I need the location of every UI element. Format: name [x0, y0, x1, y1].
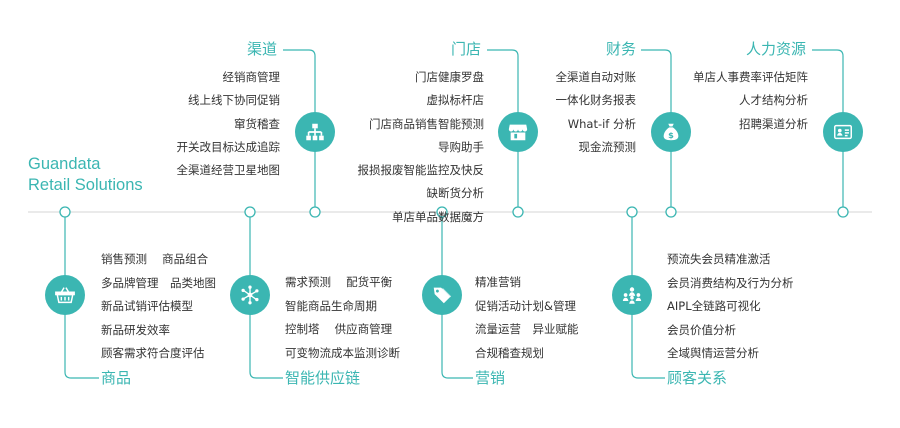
list-item: 门店健康罗盘	[415, 70, 484, 84]
timeline-dot-bottom-2	[436, 206, 448, 218]
list-item: 全渠道自动对账	[555, 70, 637, 84]
list-item: 开关改目标达成追踪	[176, 139, 281, 154]
marketing-node	[422, 275, 462, 315]
finance-title: 财务	[606, 40, 637, 58]
list-item: 会员价值分析	[667, 322, 736, 337]
list-item: 需求预测 配货平衡	[285, 275, 393, 289]
hr-node	[823, 112, 863, 152]
svg-text:$: $	[668, 130, 674, 140]
timeline-dot-bottom-1	[244, 206, 256, 218]
supply-chain-title: 智能供应链	[285, 369, 361, 387]
list-item: 全域舆情运营分析	[667, 346, 759, 361]
customer-group-icon	[622, 287, 642, 304]
timeline-dot-bottom-3	[626, 206, 638, 218]
list-item: 全渠道经营卫星地图	[176, 163, 281, 178]
timeline-dot-bottom-0	[59, 206, 71, 218]
list-item: 促销活动计划&管理	[475, 298, 576, 313]
channel-list: 经销商管理 线上线下协同促销 窜货稽查 开关改目标达成追踪 全渠道经营卫星地图	[177, 66, 281, 182]
list-item: 现金流预测	[578, 139, 637, 154]
list-item: 多品牌管理 品类地图	[101, 275, 216, 290]
timeline-dot-top-0	[309, 206, 321, 218]
list-item: AIPL全链路可视化	[667, 299, 761, 314]
timeline-dot-top-1	[512, 206, 524, 218]
top-connector-3	[812, 49, 844, 212]
price-tag-icon	[433, 287, 452, 304]
list-item: 窜货稽查	[234, 116, 280, 131]
id-card-icon	[834, 124, 852, 140]
list-item: What-if 分析	[567, 116, 636, 131]
top-connector-1	[487, 49, 519, 212]
list-item: 线上线下协同促销	[188, 93, 280, 108]
list-item: 新品研发效率	[101, 322, 170, 337]
list-item: 缺断货分析	[426, 186, 485, 201]
hr-list: 单店人事费率评估矩阵 人才结构分析 招聘渠道分析	[693, 66, 808, 136]
money-bag-icon: $	[663, 123, 679, 141]
list-item: 流量运营 异业赋能	[475, 322, 579, 337]
list-item: 报损报废智能监控及快反	[357, 163, 485, 178]
list-item: 精准营销	[475, 275, 521, 289]
list-item: 顾客需求符合度评估	[101, 346, 205, 361]
marketing-list: 精准营销 促销活动计划&管理 流量运营 异业赋能 合规稽查规划	[475, 271, 579, 365]
timeline-dot-top-3	[837, 206, 849, 218]
bottom-connector-1	[249, 212, 283, 379]
list-item: 智能商品生命周期	[285, 298, 377, 313]
list-item: 新品试销评估模型	[101, 299, 193, 314]
merchandise-list: 销售预测 商品组合 多品牌管理 品类地图 新品试销评估模型 新品研发效率 顾客需…	[101, 248, 216, 366]
list-item: 一体化财务报表	[555, 93, 637, 108]
brand-logo-text: Guandata Retail Solutions	[28, 154, 143, 196]
bottom-connector-3	[631, 212, 665, 379]
store-list: 门店健康罗盘 虚拟标杆店 门店商品销售智能预测 导购助手 报损报废智能监控及快反…	[358, 66, 485, 229]
list-item: 虚拟标杆店	[426, 93, 485, 108]
list-item: 会员消费结构及行为分析	[667, 275, 794, 290]
supply-chain-list: 需求预测 配货平衡 智能商品生命周期 控制塔 供应商管理 可变物流成本监测诊断	[285, 271, 400, 365]
shopping-basket-icon	[55, 287, 75, 304]
finance-node: $	[651, 112, 691, 152]
store-node	[498, 112, 538, 152]
list-item: 人才结构分析	[739, 93, 808, 108]
list-item: 单店单品数据魔方	[392, 209, 484, 224]
org-chart-icon	[306, 123, 324, 141]
supply-chain-node	[230, 275, 270, 315]
finance-list: 全渠道自动对账 一体化财务报表 What-if 分析 现金流预测	[556, 66, 637, 159]
bottom-connector-2	[441, 212, 473, 379]
top-connector-0	[283, 49, 316, 212]
list-item: 销售预测 商品组合	[101, 252, 209, 266]
timeline-dot-top-2	[665, 206, 677, 218]
bottom-connector-0	[64, 212, 99, 379]
list-item: 合规稽查规划	[475, 345, 544, 360]
customer-node	[612, 275, 652, 315]
customer-list: 预流失会员精准激活 会员消费结构及行为分析 AIPL全链路可视化 会员价值分析 …	[667, 248, 794, 366]
storefront-icon	[508, 124, 528, 141]
list-item: 控制塔 供应商管理	[285, 322, 393, 337]
channel-node	[295, 112, 335, 152]
hr-title: 人力资源	[746, 40, 807, 58]
list-item: 经销商管理	[222, 70, 281, 84]
list-item: 可变物流成本监测诊断	[285, 345, 400, 360]
list-item: 门店商品销售智能预测	[369, 116, 484, 131]
top-connector-2	[641, 49, 672, 212]
channel-title: 渠道	[247, 40, 278, 58]
customer-title: 顾客关系	[667, 369, 728, 387]
merchandise-node	[45, 275, 85, 315]
store-title: 门店	[451, 40, 482, 58]
marketing-title: 营销	[475, 369, 506, 387]
list-item: 导购助手	[438, 139, 484, 154]
network-icon	[241, 285, 259, 305]
list-item: 招聘渠道分析	[739, 116, 808, 131]
list-item: 预流失会员精准激活	[667, 252, 771, 266]
list-item: 单店人事费率评估矩阵	[693, 70, 808, 84]
brand-line-1: Guandata	[28, 155, 101, 173]
brand-line-2: Retail Solutions	[28, 176, 143, 194]
merchandise-title: 商品	[101, 369, 132, 387]
